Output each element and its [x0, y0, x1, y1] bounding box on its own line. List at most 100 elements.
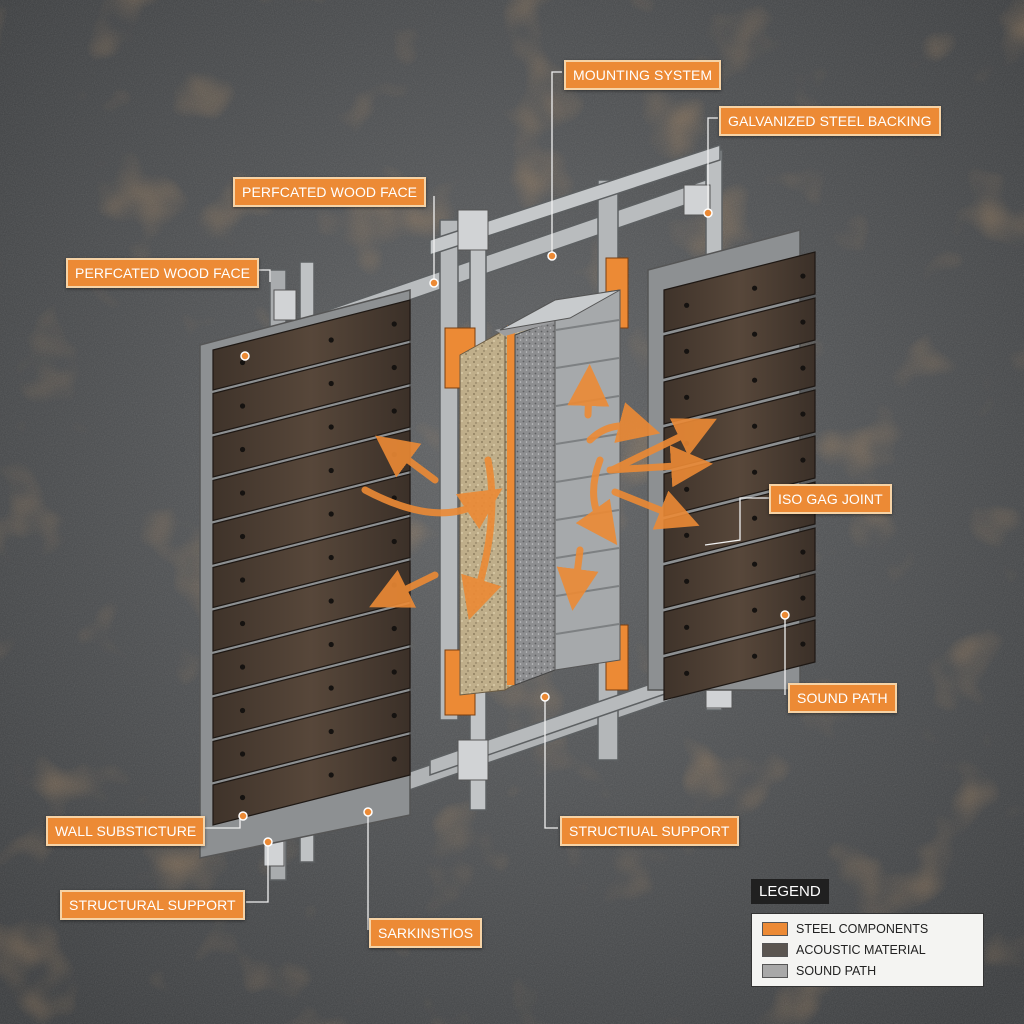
screw-hole-icon — [391, 669, 397, 675]
screw-hole-icon — [800, 319, 806, 325]
screw-hole-icon — [800, 273, 806, 279]
screw-hole-icon — [391, 321, 397, 327]
screw-hole-icon — [239, 490, 246, 496]
label-galvanized-steel-backing: GALVANIZED STEEL BACKING — [719, 106, 941, 136]
label-sound-path: SOUND PATH — [788, 683, 897, 713]
callout-anchor-dots — [238, 208, 790, 847]
screw-hole-icon — [328, 380, 334, 387]
screw-hole-icon — [239, 664, 246, 670]
left-panel-slat — [212, 473, 411, 565]
screw-hole-icon — [328, 467, 334, 474]
screw-hole-icon — [328, 554, 334, 561]
legend-label: STEEL COMPONENTS — [796, 922, 929, 936]
screw-hole-icon — [328, 685, 334, 691]
legend-swatch-sound-path — [762, 964, 788, 978]
screw-hole-icon — [328, 772, 334, 778]
screw-hole-icon — [239, 577, 246, 583]
screw-hole-icon — [391, 408, 397, 414]
mounting-brackets — [263, 184, 733, 867]
left-panel-slat — [212, 299, 411, 391]
screw-hole-icon — [800, 641, 806, 647]
screw-hole-icon — [391, 756, 397, 762]
screw-hole-icon — [684, 302, 690, 308]
screw-hole-icon — [684, 394, 690, 400]
right-panel-slat — [663, 619, 816, 701]
screw-hole-icon — [328, 424, 334, 430]
left-panel-slat — [212, 342, 411, 435]
screw-hole-icon — [391, 625, 397, 632]
label-structural-support-center: STRUCTIUAL SUPPORT — [560, 816, 739, 846]
screw-hole-icon — [328, 728, 334, 735]
legend-swatch-acoustic — [762, 943, 788, 957]
screw-hole-icon — [752, 561, 758, 567]
screw-hole-icon — [239, 533, 246, 540]
corrugation-ridge — [555, 471, 620, 483]
screw-hole-icon — [752, 469, 758, 475]
screw-hole-icon — [752, 515, 758, 521]
screw-hole-icon — [239, 794, 246, 801]
legend-label: SOUND PATH — [796, 964, 877, 978]
legend-item-sound-path: SOUND PATH — [762, 963, 876, 979]
screw-hole-icon — [391, 538, 397, 545]
right-panel-slat — [663, 343, 816, 425]
screw-hole-icon — [391, 364, 397, 371]
corrugation-ridge — [555, 357, 620, 369]
screw-hole-icon — [800, 365, 806, 371]
screw-hole-icon — [684, 532, 690, 538]
screw-hole-icon — [800, 411, 806, 417]
left-panel-slat — [212, 603, 411, 696]
screw-hole-icon — [328, 598, 334, 604]
right-panel-slat — [663, 527, 816, 609]
legend: STEEL COMPONENTS ACOUSTIC MATERIAL SOUND… — [751, 913, 984, 987]
legend-title: LEGEND — [751, 879, 829, 904]
left-panel-slat — [212, 386, 411, 478]
label-perforated-wood-face-upper: PERFCATED WOOD FACE — [233, 177, 427, 207]
screw-hole-icon — [239, 446, 246, 453]
screw-hole-icon — [239, 751, 246, 757]
left-panel-slat — [212, 734, 411, 826]
right-panel-slat — [663, 573, 816, 655]
screw-hole-icon — [684, 486, 690, 492]
left-panel-slat — [212, 647, 411, 739]
right-panel-slat — [663, 251, 816, 333]
screw-hole-icon — [239, 707, 246, 714]
screw-hole-icon — [684, 440, 690, 446]
screw-hole-icon — [752, 285, 758, 291]
left-panel-slat — [212, 690, 411, 783]
label-wall-substructure: WALL SUBSTICTURE — [46, 816, 206, 846]
legend-label: ACOUSTIC MATERIAL — [796, 943, 926, 957]
screw-hole-icon — [239, 403, 246, 409]
label-iso-gag-joint: ISO GAG JOINT — [769, 484, 892, 514]
corrugation-ridge — [555, 547, 620, 559]
screw-hole-icon — [752, 331, 758, 337]
screw-hole-icon — [391, 712, 397, 719]
screw-hole-icon — [391, 582, 397, 588]
corrugation-ridge — [555, 623, 620, 635]
screw-hole-icon — [684, 670, 690, 676]
label-mounting-system: MOUNTING SYSTEM — [564, 60, 722, 90]
screw-hole-icon — [800, 457, 806, 463]
screw-hole-icon — [328, 511, 334, 517]
sound-path-arrows — [361, 364, 717, 621]
screw-hole-icon — [752, 423, 758, 429]
screw-hole-icon — [684, 578, 690, 584]
label-structural-support-left: STRUCTURAL SUPPORT — [60, 890, 245, 920]
legend-swatch-steel — [762, 922, 788, 936]
label-perforated-wood-face-left: PERFCATED WOOD FACE — [66, 258, 260, 288]
screw-hole-icon — [328, 337, 334, 343]
left-perforated-wood-panel — [199, 289, 411, 859]
screw-hole-icon — [328, 641, 334, 648]
screw-hole-icon — [684, 348, 690, 354]
left-panel-slat — [212, 516, 411, 609]
screw-hole-icon — [239, 359, 246, 366]
screw-hole-icon — [752, 653, 758, 659]
label-sarkinstios: SARKINSTIOS — [369, 918, 483, 948]
screw-hole-icon — [684, 624, 690, 630]
legend-item-steel-components: STEEL COMPONENTS — [762, 921, 928, 937]
screw-hole-icon — [800, 595, 806, 601]
screw-hole-icon — [752, 607, 758, 613]
legend-item-acoustic-material: ACOUSTIC MATERIAL — [762, 942, 926, 958]
screw-hole-icon — [800, 549, 806, 555]
callout-leader-lines — [195, 71, 786, 930]
right-panel-slat — [663, 297, 816, 379]
